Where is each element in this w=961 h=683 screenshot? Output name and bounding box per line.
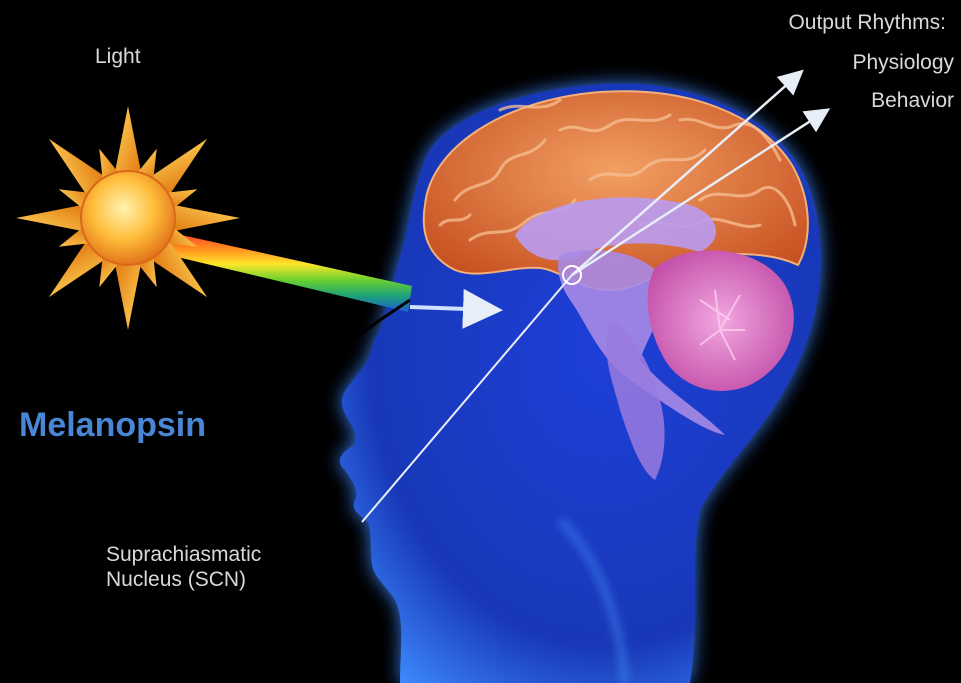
output-behavior-label: Behavior xyxy=(731,88,954,113)
light-beam-icon xyxy=(168,232,412,345)
light-label: Light xyxy=(95,44,141,69)
scn-label-line2: Nucleus (SCN) xyxy=(106,567,261,592)
sun-icon xyxy=(16,106,240,330)
output-rhythms-title: Output Rhythms: xyxy=(731,10,946,35)
scn-label: Suprachiasmatic Nucleus (SCN) xyxy=(106,542,261,592)
scn-label-line1: Suprachiasmatic xyxy=(106,542,261,567)
melanopsin-label: Melanopsin xyxy=(19,406,206,445)
output-physiology-label: Physiology xyxy=(731,50,954,75)
